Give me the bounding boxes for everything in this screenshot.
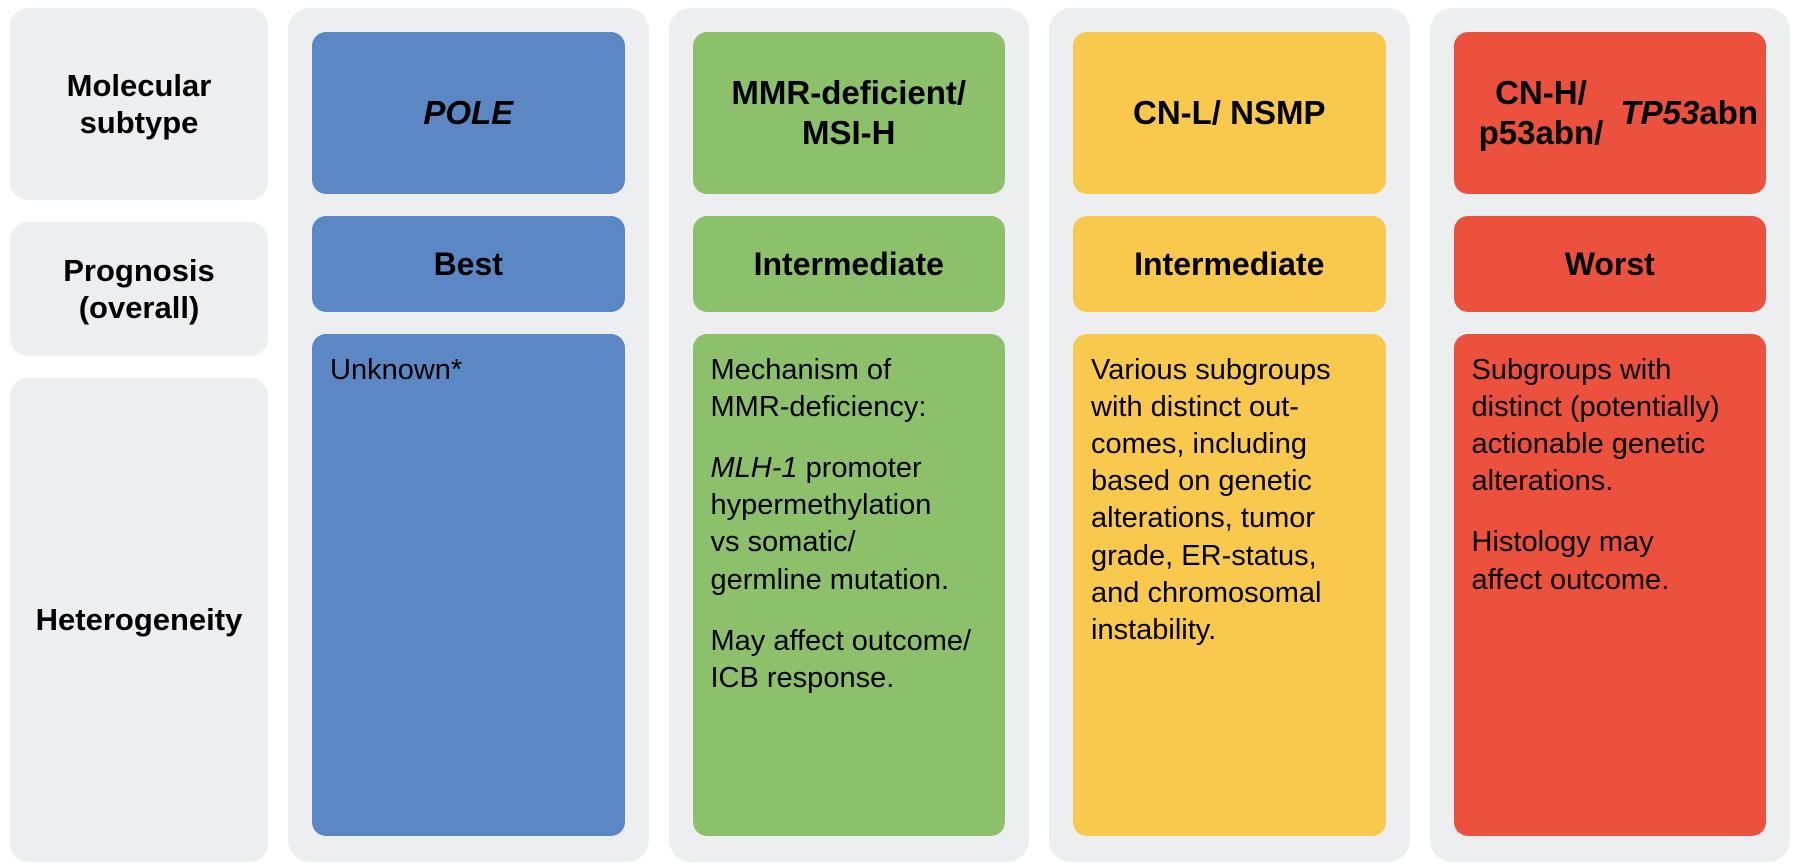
prognosis-cell-cn-high-p53abn: Worst (1453, 216, 1766, 312)
row-label-column: Molecular subtype Prognosis (overall) He… (10, 8, 268, 862)
column-pole: POLE Best Unknown* (288, 8, 649, 862)
column-mmr-deficient: MMR-deficient/MSI-H Intermediate Mechani… (668, 8, 1029, 862)
prognosis-cell-mmr-deficient: Intermediate (692, 216, 1005, 312)
paragraph: May affect outcome/ ICB response. (710, 624, 972, 694)
row-label-heterogeneity: Heterogeneity (10, 378, 268, 862)
paragraph: Histology may affect outcome. (1471, 526, 1670, 596)
prognosis-cell-pole: Best (312, 216, 625, 312)
paragraph: Mechanism of MMR-deficiency: (710, 354, 927, 424)
subtype-cell-mmr-deficient: MMR-deficient/MSI-H (692, 32, 1005, 194)
heterogeneity-cell-mmr-deficient: Mechanism of MMR-deficiency: MLH-1 promot… (692, 334, 1005, 836)
heterogeneity-cell-cn-high-p53abn: Subgroups with distinct (potentially) ac… (1453, 334, 1766, 836)
paragraph: Unknown* (330, 354, 463, 386)
heterogeneity-cell-pole: Unknown* (312, 334, 625, 836)
column-cn-low-nsmp: CN-L/ NSMP Intermediate Various subgroup… (1049, 8, 1410, 862)
heterogeneity-cell-cn-low-nsmp: Various subgroups with distinct out- com… (1073, 334, 1386, 836)
prognosis-cell-cn-low-nsmp: Intermediate (1073, 216, 1386, 312)
paragraph: Various subgroups with distinct out- com… (1091, 354, 1331, 646)
row-label-prognosis: Prognosis (overall) (10, 222, 268, 356)
subtype-cell-pole: POLE (312, 32, 625, 194)
subtype-cell-cn-low-nsmp: CN-L/ NSMP (1073, 32, 1386, 194)
paragraph: MLH-1 promoter hypermethylation vs somat… (710, 452, 950, 596)
paragraph: Subgroups with distinct (potentially) ac… (1471, 354, 1720, 498)
row-label-molecular-subtype: Molecular subtype (10, 8, 268, 200)
